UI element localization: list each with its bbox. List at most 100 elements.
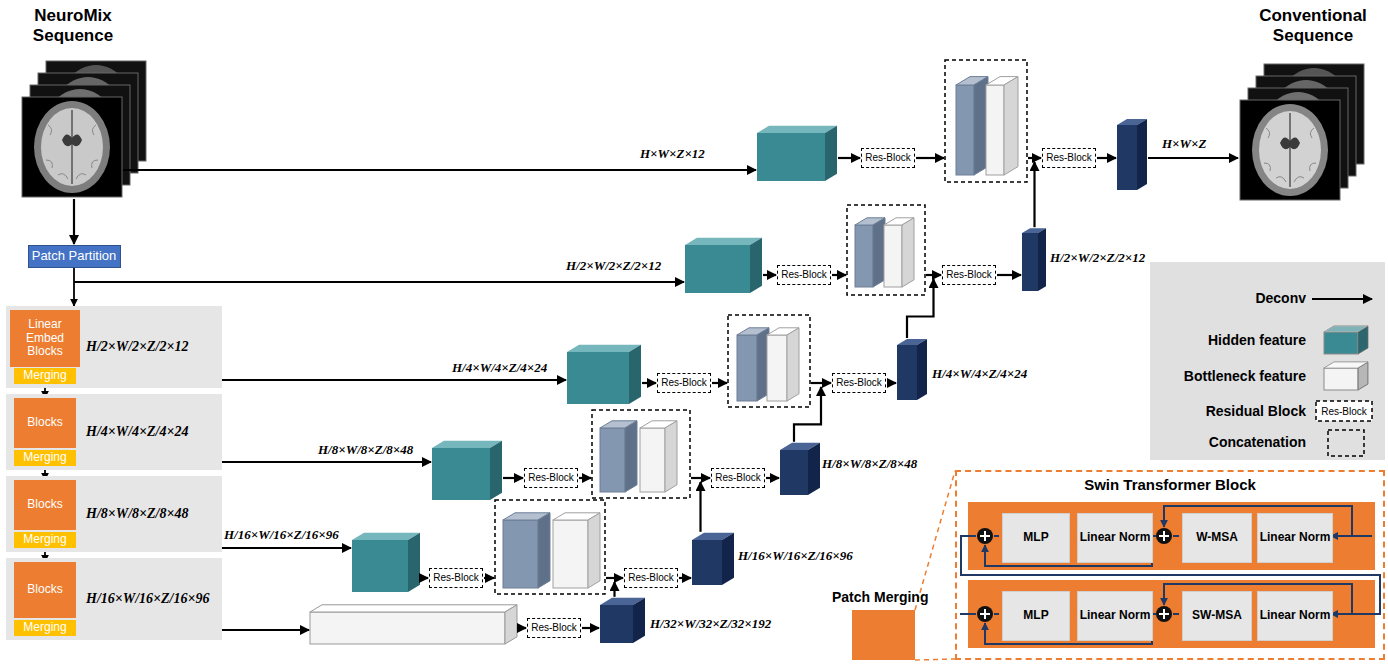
layout-shape xyxy=(1004,77,1018,175)
layout-shape xyxy=(1324,332,1358,354)
zoom-line xyxy=(915,659,955,660)
layout-shape xyxy=(1358,326,1368,354)
arrow xyxy=(794,387,821,442)
node-text: Linear Embed Blocks xyxy=(10,318,80,359)
deconv-output-cube xyxy=(1117,119,1147,190)
deconv-output-cube xyxy=(780,443,820,495)
layout-shape xyxy=(986,85,1004,175)
arrow xyxy=(73,199,75,244)
concatenation-frame xyxy=(592,410,690,498)
legend-text: Bottleneck feature xyxy=(1184,368,1306,384)
layer-box: W-MSA xyxy=(1182,513,1252,563)
legend-swatch xyxy=(1324,362,1368,390)
arrow xyxy=(222,379,566,381)
concatenation-frame xyxy=(728,315,810,407)
encoder-stage-band: H/16×W/16×Z/16×96 BlocksMerging xyxy=(6,558,222,640)
node-text: MLP xyxy=(1023,609,1048,623)
legend-entry: Deconv xyxy=(1255,290,1306,306)
arrow xyxy=(679,577,691,579)
sequence-title: NeuroMix Sequence xyxy=(33,6,113,45)
feature-slab xyxy=(855,218,885,287)
legend-panel xyxy=(1150,262,1385,460)
residual-block: Res-Block xyxy=(527,618,581,638)
transformer-blocks-box: Linear Embed Blocks xyxy=(10,310,80,367)
residual-block: Res-Block xyxy=(861,148,915,168)
arrow xyxy=(691,477,710,479)
node-text: Res-Block xyxy=(946,269,992,281)
legend-concat-sample xyxy=(1328,430,1364,456)
concatenation-frame xyxy=(495,500,605,594)
label-box: H/2×W/2×Z/2×12 xyxy=(566,258,661,274)
node-text: Blocks xyxy=(27,416,62,430)
arrow xyxy=(582,627,599,629)
brain-stack xyxy=(22,61,146,197)
residual-block: Res-Block xyxy=(1042,148,1096,168)
node-text: Res-Block xyxy=(836,377,882,389)
arrow xyxy=(926,274,941,276)
merging-box: Merging xyxy=(14,368,76,384)
hidden-feature-cube xyxy=(567,345,641,404)
arrow xyxy=(579,477,591,479)
bottleneck-slab xyxy=(884,218,914,287)
node-text: Merging xyxy=(23,621,66,635)
label-box: H/16×W/16×Z/16×96 xyxy=(224,527,339,543)
legend-swatch xyxy=(1324,326,1368,354)
node-text: Linear Norm xyxy=(1080,531,1151,545)
dimension-label: H/4×W/4×Z/4×24 xyxy=(932,366,1027,381)
part-label: Patch Merging xyxy=(832,589,928,605)
layout-shape xyxy=(432,441,502,448)
layout-shape xyxy=(808,443,820,495)
layout-shape xyxy=(1137,119,1147,190)
legend-text: Residual Block xyxy=(1206,403,1306,419)
arrow xyxy=(1033,162,1035,227)
add-symbol xyxy=(977,606,993,622)
merging-box: Merging xyxy=(14,532,76,548)
sequence-title: Conventional Sequence xyxy=(1259,6,1367,45)
legend-entry: Hidden feature xyxy=(1208,332,1306,348)
arrow xyxy=(606,577,623,579)
deconv-output-cube xyxy=(1022,228,1046,291)
add-symbol xyxy=(1156,528,1172,544)
layout-shape xyxy=(665,421,677,492)
node-text: MLP xyxy=(1023,531,1048,545)
layout-shape xyxy=(633,598,645,643)
legend-entry: Concatenation xyxy=(1209,434,1306,450)
layout-shape xyxy=(600,428,625,492)
arrow xyxy=(887,382,896,384)
dimension-text: H/2×W/2×Z/2×12 xyxy=(86,339,189,355)
concatenation-frame xyxy=(847,205,925,295)
legend-entry: Residual Block xyxy=(1206,403,1306,419)
layout-shape xyxy=(980,609,990,619)
merging-box: Merging xyxy=(14,620,76,636)
node-text: Blocks xyxy=(27,583,62,597)
residual-block: Res-Block xyxy=(524,468,578,488)
layout-shape xyxy=(588,513,600,588)
dimension-label: H/8×W/8×Z/8×48 xyxy=(318,442,413,457)
legend-entry: Bottleneck feature xyxy=(1184,368,1306,384)
label-box: NeuroMix Sequence xyxy=(8,6,138,45)
layout-shape xyxy=(980,531,990,541)
layout-shape xyxy=(503,520,538,588)
layout-shape xyxy=(855,225,873,287)
layout-shape xyxy=(1324,368,1358,390)
feature-slab xyxy=(503,513,550,588)
legend-text: Deconv xyxy=(1255,290,1306,306)
node-text: Merging xyxy=(23,369,66,383)
residual-block: Res-Block xyxy=(832,373,886,393)
dimension-text: H/16×W/16×Z/16×96 xyxy=(86,591,210,607)
node-text: Linear Norm xyxy=(1080,609,1151,623)
node-text: Res-Block xyxy=(1046,152,1092,164)
dimension-label: H/4×W/4×Z/4×24 xyxy=(452,360,547,375)
legend-arrow-sample xyxy=(1312,298,1372,300)
residual-block: Res-Block xyxy=(624,568,678,588)
label-box: Res-Block xyxy=(1316,401,1372,421)
node-text: Res-Block xyxy=(781,269,827,281)
layout-shape xyxy=(505,605,517,644)
layout-shape xyxy=(538,513,550,588)
residual-block: Res-Block xyxy=(657,373,711,393)
node-text: Res-Block xyxy=(715,472,761,484)
deconv-output-cube xyxy=(897,339,927,400)
arrow xyxy=(1097,157,1116,159)
node-text: Res-Block xyxy=(531,622,577,634)
node-text: Linear Norm xyxy=(1260,609,1331,623)
